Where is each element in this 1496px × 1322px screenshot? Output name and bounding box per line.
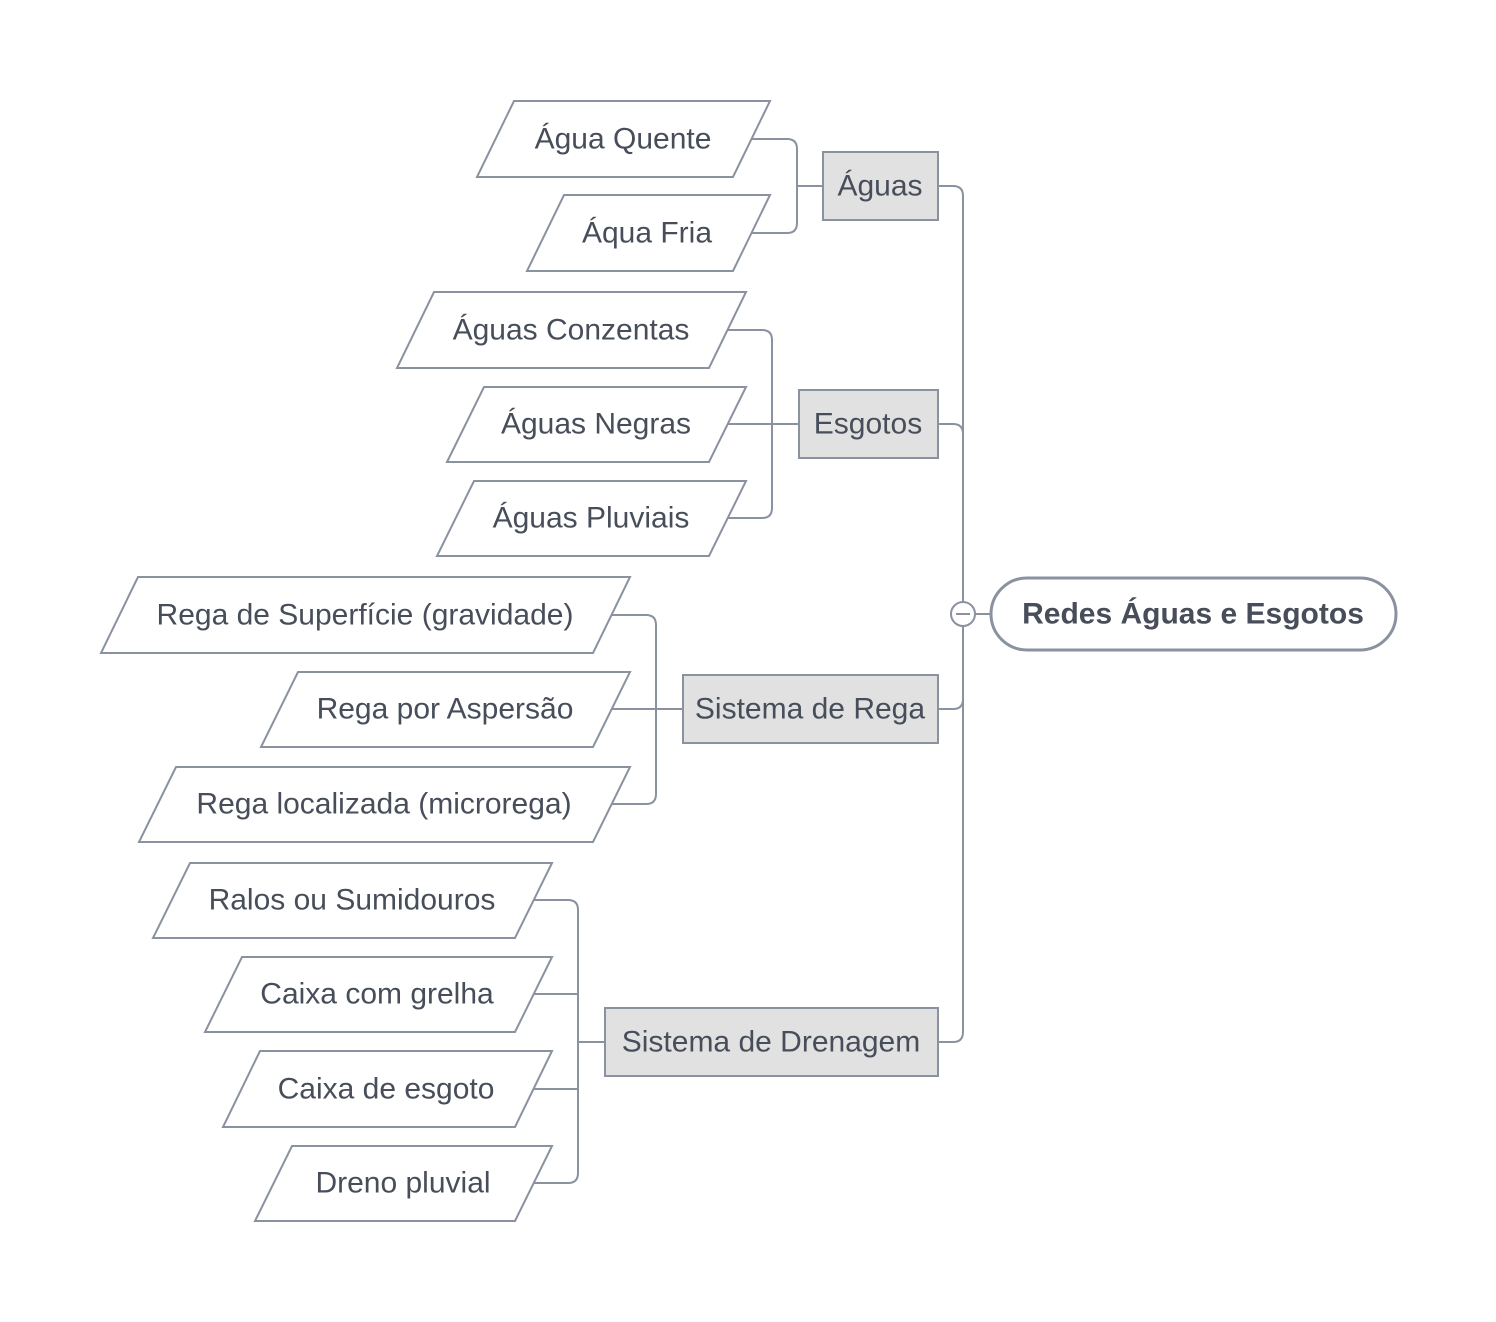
leaf-label: Dreno pluvial	[315, 1167, 490, 1200]
root-label: Redes Águas e Esgotos	[1022, 597, 1364, 631]
leaf-label: Rega por Aspersão	[317, 693, 574, 726]
branch-label: Sistema de Rega	[695, 693, 925, 726]
leaf-node-ralos-ou-sumidouros[interactable]: Ralos ou Sumidouros	[151, 862, 554, 939]
leaf-label: Áqua Fria	[582, 217, 712, 250]
leaf-node-rega-localizada[interactable]: Rega localizada (microrega)	[137, 766, 632, 843]
leaf-node-caixa-de-esgoto[interactable]: Caixa de esgoto	[221, 1050, 554, 1128]
branch-node-sistema-de-drenagem[interactable]: Sistema de Drenagem	[604, 1007, 939, 1077]
connectors	[532, 138, 991, 1184]
branch-label: Sistema de Drenagem	[622, 1026, 920, 1059]
connector-line	[938, 698, 964, 710]
leaf-node-aguas-negras[interactable]: Águas Negras	[445, 386, 748, 463]
collapse-minus-icon[interactable]	[950, 601, 976, 627]
connector-line	[532, 899, 579, 1184]
branch-node-aguas[interactable]: Águas	[822, 151, 939, 221]
leaf-node-rega-por-aspersao[interactable]: Rega por Aspersão	[259, 671, 632, 748]
leaf-label: Ralos ou Sumidouros	[209, 884, 496, 917]
branch-label: Águas	[837, 170, 922, 203]
leaf-node-dreno-pluvial[interactable]: Dreno pluvial	[253, 1145, 554, 1222]
leaf-node-aguas-pluviais[interactable]: Águas Pluviais	[435, 480, 748, 557]
connector-line	[938, 423, 964, 435]
root-node[interactable]: Redes Águas e Esgotos	[989, 576, 1398, 652]
leaf-node-rega-de-superficie[interactable]: Rega de Superfície (gravidade)	[99, 576, 632, 654]
leaf-node-aguas-conzentas[interactable]: Águas Conzentas	[395, 291, 748, 369]
leaf-label: Águas Pluviais	[493, 502, 690, 535]
leaf-node-agua-quente[interactable]: Água Quente	[475, 100, 772, 178]
leaf-label: Águas Conzentas	[453, 314, 690, 347]
leaf-label: Rega localizada (microrega)	[196, 788, 571, 821]
connector-line	[750, 138, 798, 234]
branch-node-sistema-de-rega[interactable]: Sistema de Rega	[682, 674, 939, 744]
leaf-label: Água Quente	[535, 123, 712, 156]
leaf-node-caixa-com-grelha[interactable]: Caixa com grelha	[203, 956, 554, 1033]
leaf-label: Rega de Superfície (gravidade)	[157, 599, 574, 632]
leaf-label: Águas Negras	[501, 408, 691, 441]
leaf-node-aqua-fria[interactable]: Áqua Fria	[525, 194, 772, 272]
branch-node-esgotos[interactable]: Esgotos	[798, 389, 939, 459]
branch-label: Esgotos	[814, 408, 922, 441]
leaf-label: Caixa com grelha	[260, 978, 494, 1011]
leaf-label: Caixa de esgoto	[278, 1073, 495, 1106]
